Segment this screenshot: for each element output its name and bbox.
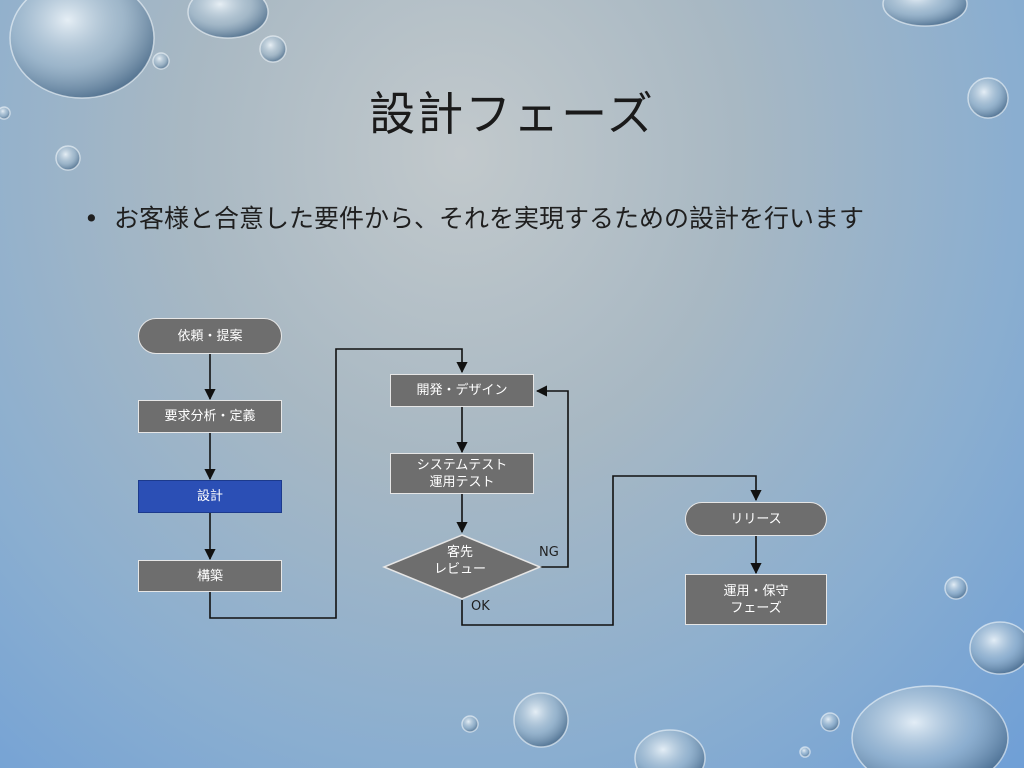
node-request: 依頼・提案 (138, 318, 282, 354)
edge-review-ok-to-release (461, 475, 762, 626)
edge-review-ng-loop (535, 385, 569, 568)
node-release: リリース (685, 502, 827, 536)
node-system-test-label-1: システムテスト (416, 457, 508, 473)
node-review: 客先 レビュー (410, 544, 510, 578)
node-design-label: 設計 (196, 489, 223, 504)
edge-build-to-development (209, 348, 468, 619)
node-build-label: 構築 (196, 568, 223, 584)
node-requirements-label: 要求分析・定義 (164, 409, 256, 424)
node-review-label-2: レビュー (433, 562, 486, 577)
node-system-test-label-2: 運用テスト (429, 474, 495, 490)
edge-label-ng: NG (539, 545, 559, 560)
node-development: 開発・デザイン (390, 374, 534, 407)
node-operations-label-2: フェーズ (730, 600, 782, 616)
bullet-item: • お客様と合意した要件から、それを実現するための設計を行います (84, 196, 924, 242)
node-operations: 運用・保守 フェーズ (685, 574, 827, 625)
edge-label-ok: OK (471, 599, 490, 614)
node-build: 構築 (138, 560, 282, 592)
review-diamond-shape (382, 534, 542, 600)
node-requirements: 要求分析・定義 (138, 400, 282, 433)
bullet-marker: • (84, 204, 99, 233)
node-release-label: リリース (730, 511, 782, 527)
node-review-label-1: 客先 (446, 545, 473, 560)
node-request-label: 依頼・提案 (177, 328, 243, 344)
node-operations-label-1: 運用・保守 (723, 583, 789, 599)
slide-title: 設計フェーズ (369, 87, 655, 141)
node-development-label: 開発・デザイン (416, 383, 508, 398)
bullet-text: お客様と合意した要件から、それを実現するための設計を行います (114, 204, 865, 233)
node-system-test: システムテスト 運用テスト (390, 453, 534, 494)
node-design: 設計 (138, 480, 282, 513)
